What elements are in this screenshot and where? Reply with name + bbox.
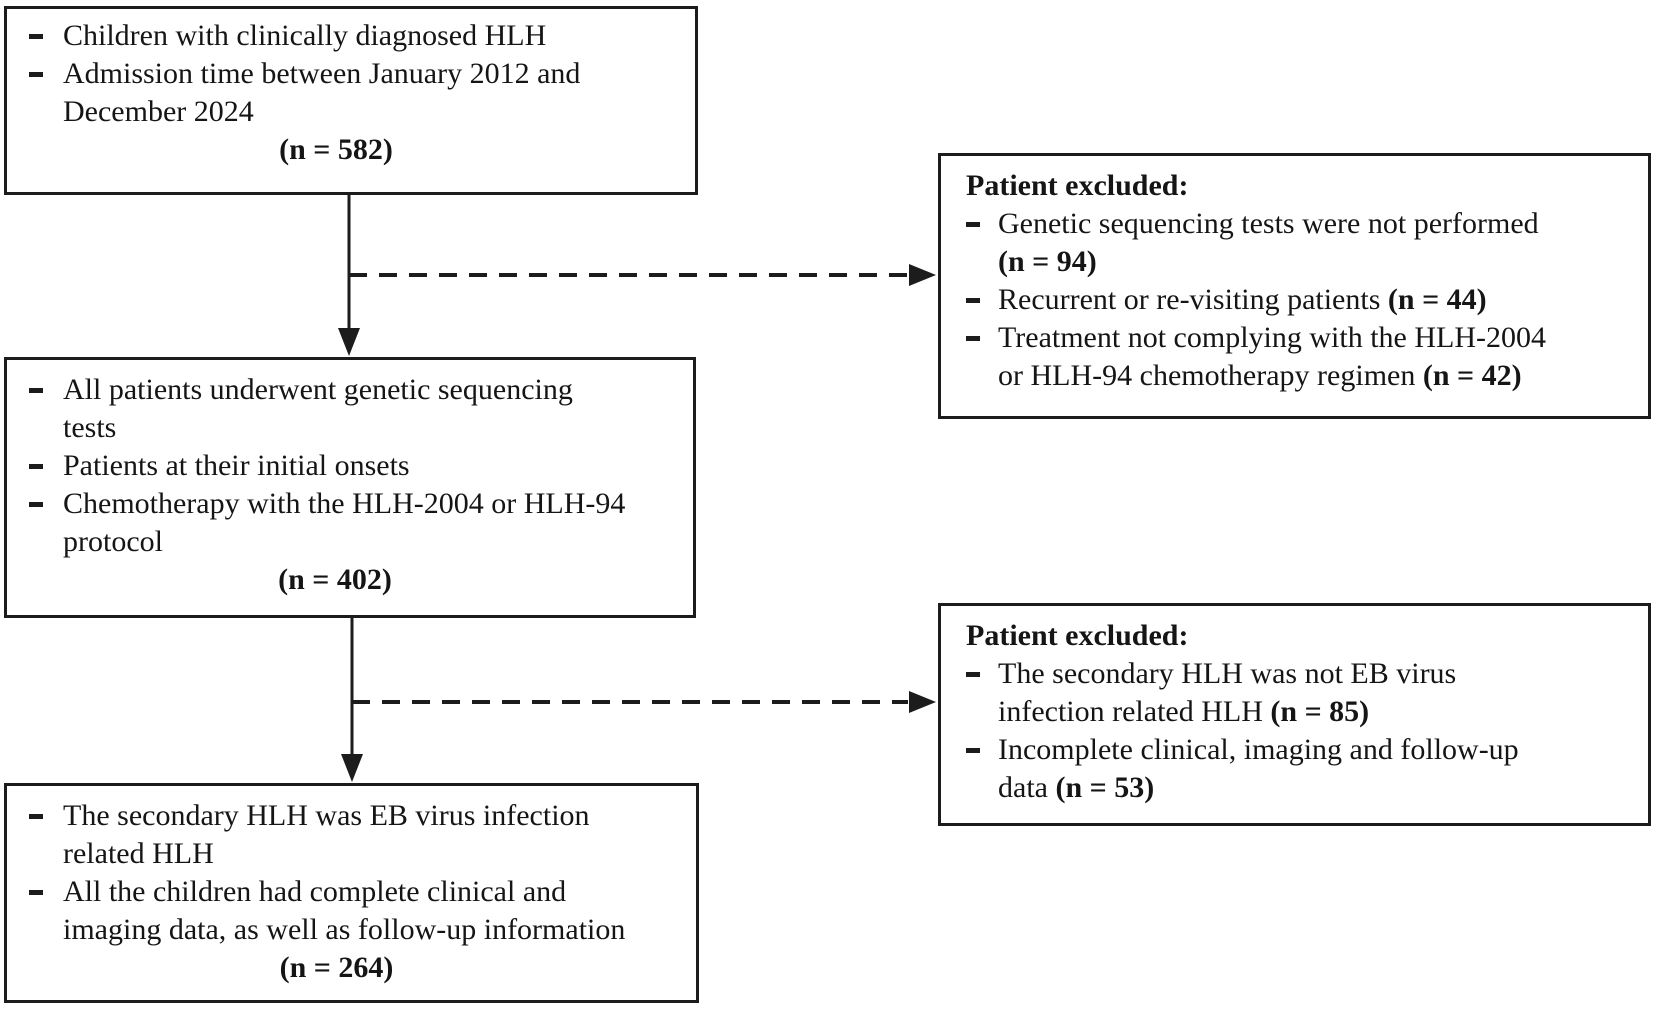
exclusion-box-1: Patient excluded: Genetic sequencing tes… bbox=[938, 153, 1651, 419]
exclusion-title: Patient excluded: bbox=[966, 619, 1189, 652]
bullet-dash-icon bbox=[966, 672, 980, 677]
final-cohort-box: The secondary HLH was EB virus infection… bbox=[4, 783, 699, 1003]
exclusion-text: The secondary HLH was not EB virus infec… bbox=[998, 657, 1457, 728]
bullet-dash-icon bbox=[966, 748, 980, 753]
bullet-dash-icon bbox=[29, 890, 43, 895]
criteria-item: Patients at their initial onsets bbox=[7, 447, 693, 485]
exclusion-text: Genetic sequencing tests were not perfor… bbox=[998, 207, 1539, 240]
bullet-dash-icon bbox=[29, 388, 43, 393]
screened-cohort-box: All patients underwent genetic sequencin… bbox=[4, 357, 696, 618]
exclusion-text: Incomplete clinical, imaging and follow-… bbox=[998, 733, 1519, 804]
criteria-text: Chemotherapy with the HLH-2004 or HLH-94… bbox=[63, 487, 626, 558]
exclusion-item: Treatment not complying with the HLH-200… bbox=[941, 319, 1648, 395]
exclusion-count: (n = 53) bbox=[1055, 771, 1155, 804]
enrollment-box: Children with clinically diagnosed HLH A… bbox=[4, 6, 698, 195]
sample-size: (n = 582) bbox=[279, 133, 393, 166]
exclusion-box-2: Patient excluded: The secondary HLH was … bbox=[938, 603, 1651, 826]
bullet-dash-icon bbox=[29, 502, 43, 507]
sample-size: (n = 264) bbox=[279, 951, 394, 984]
criteria-text: All patients underwent genetic sequencin… bbox=[63, 373, 573, 444]
bullet-dash-icon bbox=[966, 222, 980, 227]
exclusion-item: Genetic sequencing tests were not perfor… bbox=[941, 205, 1648, 281]
arrowhead-down-icon bbox=[341, 754, 363, 782]
exclusion-count: (n = 44) bbox=[1387, 283, 1487, 316]
arrowhead-right-icon bbox=[909, 264, 936, 286]
exclusion-count: (n = 85) bbox=[1270, 695, 1370, 728]
exclusion-title: Patient excluded: bbox=[966, 169, 1189, 202]
sample-size: (n = 402) bbox=[278, 563, 392, 596]
criteria-text: Children with clinically diagnosed HLH bbox=[63, 19, 547, 52]
criteria-item: The secondary HLH was EB virus infection… bbox=[7, 797, 696, 873]
criteria-text: All the children had complete clinical a… bbox=[63, 875, 626, 946]
criteria-text: Patients at their initial onsets bbox=[63, 449, 410, 482]
exclusion-count: (n = 94) bbox=[998, 245, 1097, 278]
exclusion-count: (n = 42) bbox=[1422, 359, 1522, 392]
bullet-dash-icon bbox=[966, 336, 980, 341]
bullet-dash-icon bbox=[29, 814, 43, 819]
criteria-item: Children with clinically diagnosed HLH bbox=[7, 17, 695, 55]
arrowhead-down-icon bbox=[338, 328, 360, 356]
exclusion-text: Treatment not complying with the HLH-200… bbox=[998, 321, 1546, 392]
bullet-dash-icon bbox=[966, 298, 980, 303]
exclusion-text: Recurrent or re-visiting patients bbox=[998, 283, 1388, 316]
bullet-dash-icon bbox=[29, 72, 43, 77]
exclusion-item: Incomplete clinical, imaging and follow-… bbox=[941, 731, 1648, 807]
criteria-item: Chemotherapy with the HLH-2004 or HLH-94… bbox=[7, 485, 693, 561]
criteria-text: Admission time between January 2012 and … bbox=[63, 57, 581, 128]
bullet-dash-icon bbox=[29, 34, 43, 39]
criteria-text: The secondary HLH was EB virus infection… bbox=[63, 799, 590, 870]
criteria-item: All patients underwent genetic sequencin… bbox=[7, 371, 693, 447]
criteria-item: Admission time between January 2012 and … bbox=[7, 55, 695, 131]
bullet-dash-icon bbox=[29, 464, 43, 469]
arrowhead-right-icon bbox=[909, 691, 936, 713]
exclusion-item: The secondary HLH was not EB virus infec… bbox=[941, 655, 1648, 731]
criteria-item: All the children had complete clinical a… bbox=[7, 873, 696, 949]
exclusion-item: Recurrent or re-visiting patients (n = 4… bbox=[941, 281, 1648, 319]
